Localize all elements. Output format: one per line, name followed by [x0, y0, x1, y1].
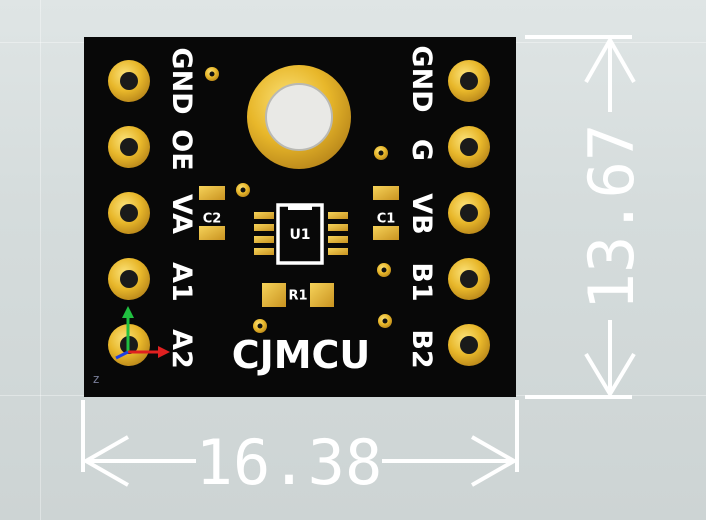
right-pad-g[interactable] [448, 126, 490, 168]
background-line [40, 0, 41, 520]
left-pin-labels: GND OE VA A1 A2 [166, 47, 197, 368]
dimension-height: 13.67 [525, 35, 648, 399]
left-pad-oe[interactable] [108, 126, 150, 168]
via [377, 263, 391, 277]
right-label-gnd: GND [406, 45, 437, 112]
ic-u1[interactable] [254, 203, 348, 265]
left-pad-gnd[interactable] [108, 60, 150, 102]
via [378, 314, 392, 328]
capacitor-c1[interactable] [373, 186, 399, 240]
right-pad-b2[interactable] [448, 324, 490, 366]
axis-z-icon [115, 350, 129, 360]
left-label-va: VA [166, 194, 197, 234]
dimension-height-label: 13.67 [575, 124, 648, 311]
label-c1: C1 [377, 212, 396, 227]
left-pad-a1[interactable] [108, 258, 150, 300]
axis-z-letter-icon: z [93, 372, 99, 386]
label-r1: R1 [288, 289, 307, 304]
right-pad-vb[interactable] [448, 192, 490, 234]
right-pin-labels: GND G VB B1 B2 [406, 45, 437, 368]
via [374, 146, 388, 160]
left-label-oe: OE [166, 129, 197, 170]
left-label-gnd: GND [166, 47, 197, 114]
right-header [448, 60, 490, 366]
dimension-width-label: 16.38 [196, 426, 383, 499]
resistor-r1[interactable] [262, 283, 334, 307]
right-label-b1: B1 [406, 262, 437, 301]
dimension-width: 16.38 [81, 400, 519, 499]
right-label-b2: B2 [406, 329, 437, 368]
label-c2: C2 [203, 212, 222, 227]
axis-y-arrow-icon [122, 306, 134, 318]
left-label-a1: A1 [166, 262, 197, 302]
left-label-a2: A2 [166, 329, 197, 369]
right-label-vb: VB [406, 193, 437, 234]
left-pad-va[interactable] [108, 192, 150, 234]
axis-x-arrow-icon [158, 346, 170, 358]
capacitor-c2[interactable] [199, 186, 225, 240]
via [205, 67, 219, 81]
via [236, 183, 250, 197]
board-name: CJMCU [232, 333, 371, 377]
mounting-hole[interactable] [247, 65, 351, 169]
vias [205, 67, 392, 333]
label-u1: U1 [289, 227, 310, 243]
right-pad-gnd[interactable] [448, 60, 490, 102]
right-pad-b1[interactable] [448, 258, 490, 300]
right-label-g: G [406, 139, 437, 161]
axis-gizmo: z [93, 306, 170, 386]
via [253, 319, 267, 333]
